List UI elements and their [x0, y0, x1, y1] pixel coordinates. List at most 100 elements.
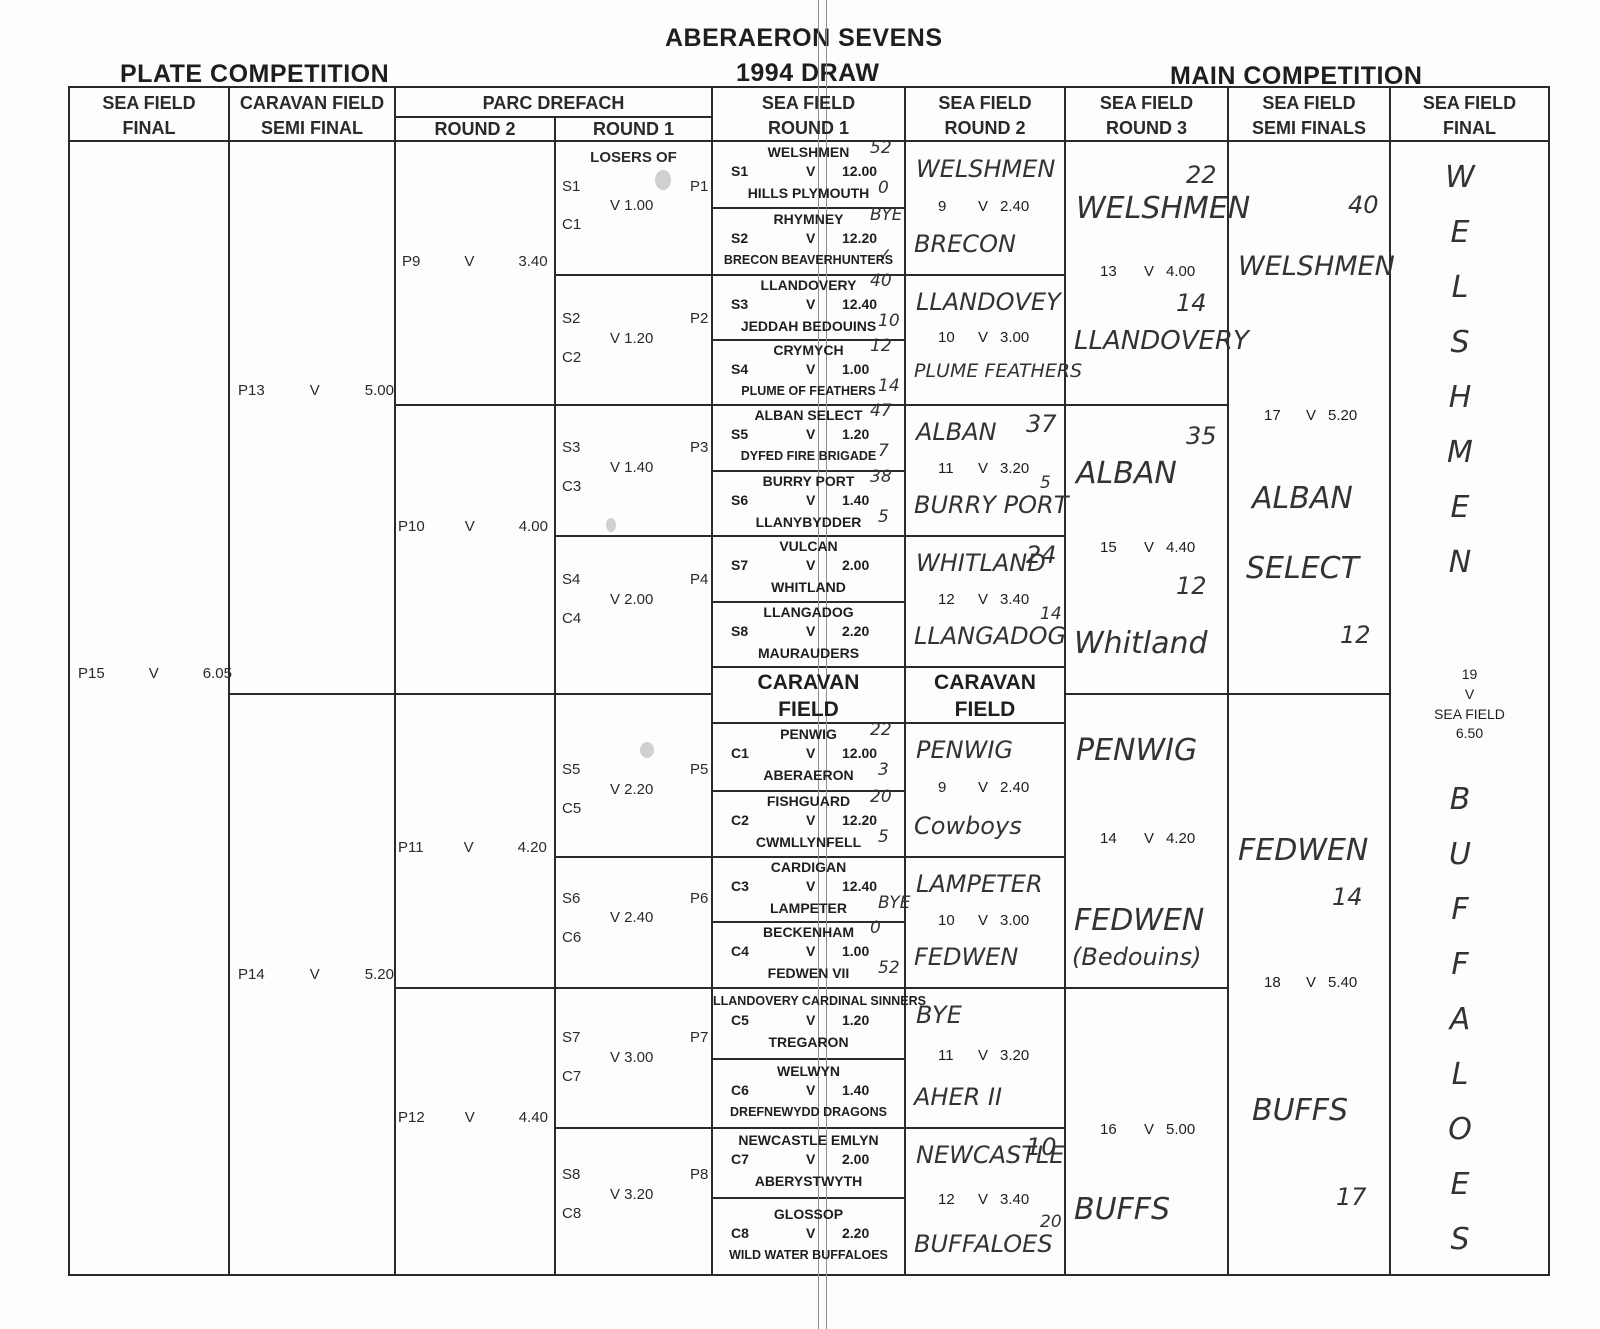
plate-r1-c: C3	[562, 478, 582, 495]
match-v: V	[978, 329, 989, 346]
team-name: LLANYBYDDER	[755, 513, 862, 530]
match-id: S4	[731, 360, 749, 377]
plate-r1-s: S6	[562, 890, 581, 907]
handwritten-team: FEDWEN	[1074, 903, 1205, 938]
match-v: V	[978, 1190, 989, 1208]
handwritten-team: BUFFALOES	[914, 1230, 1053, 1258]
match-id: S1	[731, 163, 749, 179]
match-v: V	[978, 1047, 989, 1064]
match-id: S6	[731, 491, 749, 508]
plate-r1-s: S5	[562, 761, 581, 778]
match-v: V	[978, 590, 989, 608]
handwritten-letter: H	[1448, 380, 1472, 415]
handwritten-score: 17	[1336, 1183, 1367, 1211]
match-time: 2.40	[1000, 779, 1030, 796]
plate-r1-p: P5	[690, 761, 709, 778]
plate-r1-p: P4	[690, 571, 709, 588]
match-v: V	[806, 622, 816, 639]
match-time: 4.20	[1166, 830, 1196, 847]
plate-r1-p: P7	[690, 1029, 709, 1046]
match-v: V	[806, 943, 816, 959]
match-time: 3.20	[1000, 459, 1030, 477]
match-v: V	[806, 812, 816, 828]
team-name: TREGARON	[768, 1033, 849, 1050]
plate-r1-time: V 3.20	[610, 1186, 654, 1203]
handwritten-score: 14	[1176, 289, 1207, 317]
match-v: V	[806, 877, 816, 894]
match-time: 1.00	[842, 943, 870, 959]
match-number: 13	[1100, 262, 1117, 280]
team-name: GLOSSOP	[773, 1205, 844, 1222]
team-name: WELWYN	[777, 1062, 840, 1079]
match-v: V	[1144, 262, 1155, 280]
handwritten-team: AHER II	[914, 1083, 1003, 1111]
match-v: V	[806, 163, 816, 179]
plate-r1-p: P6	[690, 890, 709, 907]
team-name: DREFNEWYDD DRAGONS	[730, 1104, 887, 1119]
match-time: 12.40	[842, 877, 878, 894]
handwritten-score: 10	[1026, 1133, 1057, 1161]
team-name: RHYMNEY	[773, 210, 844, 227]
handwritten-team: FEDWEN	[914, 943, 1019, 971]
match-v: V	[978, 779, 989, 796]
plate-r1-c: C2	[562, 349, 582, 366]
match-v: V	[806, 1011, 816, 1028]
handwritten-team: NEWCASTLE	[916, 1141, 1065, 1169]
handwritten-letter: L	[1451, 270, 1469, 305]
handwritten-score: 35	[1186, 422, 1217, 450]
handwritten-team: WHITLAND	[916, 549, 1046, 577]
handwritten-score: 14	[1332, 883, 1363, 911]
team-name: ABERYSTWYTH	[754, 1173, 863, 1189]
match-number: 18	[1264, 973, 1281, 991]
handwritten-letter: L	[1451, 1057, 1469, 1092]
handwritten-team: BUFFS	[1074, 1192, 1171, 1227]
match-number: 11	[938, 459, 954, 477]
team-name: DYFED FIRE BRIGADE	[740, 449, 877, 463]
handwritten-team: BRECON	[914, 230, 1016, 258]
match-number: 9	[938, 197, 947, 215]
plate-r1-s: S1	[562, 178, 581, 195]
handwritten-letter: F	[1451, 892, 1469, 927]
match-time: 1.20	[842, 426, 870, 442]
handwritten-score: 10	[878, 310, 900, 331]
match-id: S5	[731, 426, 749, 442]
team-name: WELSHMEN	[767, 144, 850, 160]
match-time: 1.20	[842, 1011, 870, 1028]
handwritten-score: 20	[1040, 1212, 1062, 1232]
match-v: V	[1306, 973, 1317, 991]
handwritten-score: 47	[870, 401, 892, 421]
team-name: CRYMYCH	[773, 341, 844, 358]
match-number: 15	[1100, 538, 1117, 556]
team-name: WHITLAND	[771, 579, 846, 595]
match-v: V	[1306, 407, 1317, 424]
handwritten-score: 52	[870, 138, 892, 158]
match-number: 9	[938, 779, 947, 796]
match-number: 12	[938, 590, 955, 608]
plate-r1-c: C1	[562, 216, 582, 233]
handwritten-score: 22	[870, 720, 892, 740]
handwritten-score: 22	[1186, 161, 1217, 189]
handwritten-letter: O	[1448, 1112, 1472, 1147]
handwritten-team: Whitland	[1074, 626, 1208, 661]
plate-r1-time: V 2.20	[610, 781, 654, 798]
handwritten-team: ALBAN	[1076, 456, 1177, 491]
match-v: V	[1144, 1120, 1155, 1138]
match-time: 3.40	[1000, 1190, 1030, 1208]
handwritten-score: 0	[878, 178, 889, 198]
final-num: 19	[1461, 666, 1478, 682]
match-id: C8	[731, 1224, 749, 1241]
plate-r1-time: V 1.40	[610, 459, 654, 476]
match-time: 12.40	[842, 295, 878, 312]
match-time: 3.20	[1000, 1047, 1030, 1064]
plate-r1-p: P1	[690, 178, 709, 195]
match-v: V	[806, 426, 816, 442]
handwritten-score: ✓	[878, 244, 893, 265]
